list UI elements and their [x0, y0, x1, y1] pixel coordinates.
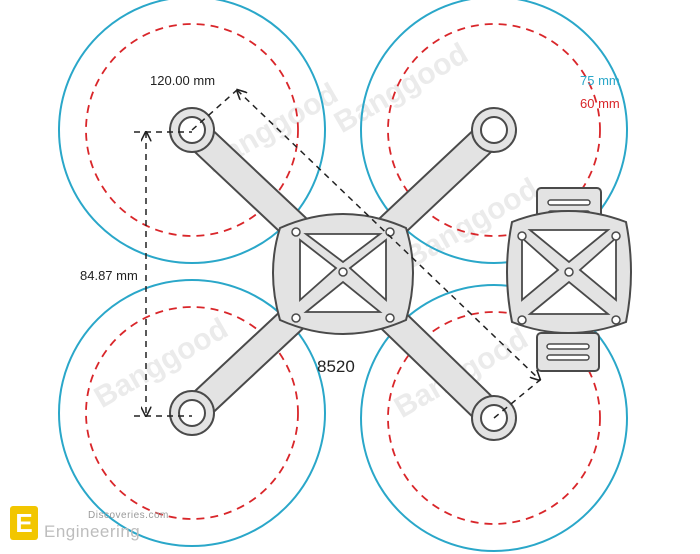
brand-logo-icon: E — [10, 506, 38, 540]
battery-strap-bottom — [536, 332, 600, 372]
watermark-text: Banggood — [329, 37, 474, 140]
dimension-lines — [134, 90, 541, 419]
propeller-outer-circle — [58, 279, 326, 547]
motor-mount — [471, 107, 517, 153]
brand-domain-text: Discoveries.com — [88, 510, 169, 521]
brand-logo-block: E Discoveries.com Engineering — [10, 506, 210, 546]
propeller-inner-circle — [387, 311, 601, 525]
diagonal-dimension-label: 120.00 mm — [150, 73, 215, 88]
quad-frame — [169, 107, 517, 441]
brand-name-text: Engineering — [44, 522, 141, 541]
diagonal-dimension-line — [237, 90, 540, 380]
propeller-inner-circle — [387, 23, 601, 237]
propeller-inner-circle — [85, 306, 299, 520]
motor-mount — [169, 390, 215, 436]
legend-inner-label: 60 mm — [580, 96, 620, 111]
side-dimension-label: 84.87 mm — [80, 268, 138, 283]
legend-outer-label: 75 mm — [580, 73, 620, 88]
extension-line — [493, 379, 541, 419]
model-label: 8520 — [317, 357, 355, 376]
